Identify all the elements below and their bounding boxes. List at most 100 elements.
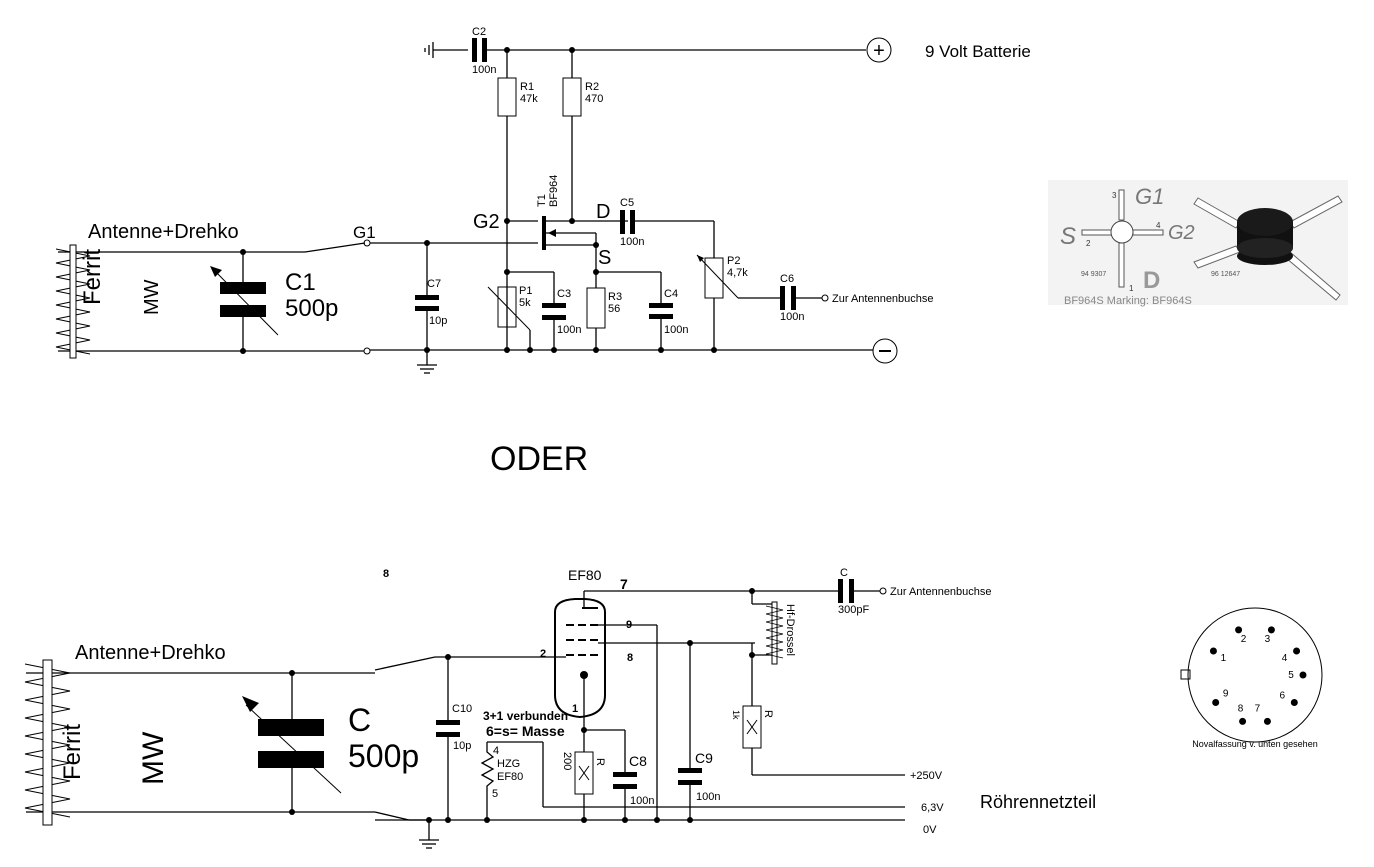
circuit-2: 8 EF80 7 9 8 C9 100n 2 [24, 567, 1096, 849]
c3-value: 100n [557, 324, 581, 336]
c8-value: 100n [630, 795, 654, 807]
antenna-label-2: Antenne+Drehko [75, 642, 226, 664]
r3-value: 56 [608, 303, 620, 315]
c2-value: 100n [472, 64, 496, 76]
resistor-r1 [497, 77, 517, 117]
c3-name: C3 [557, 288, 571, 300]
heater-name: HZG [497, 758, 520, 770]
t1-type: BF964 [548, 175, 560, 207]
pinout-caption: BF964S Marking: BF964S [1064, 295, 1192, 307]
r1-value: 47k [520, 93, 538, 105]
pin1-label: 1 [572, 703, 578, 715]
resistor-r2 [562, 77, 582, 117]
c1-value: 500p [285, 295, 338, 322]
ground-symbol [417, 364, 437, 374]
heater-hzg [480, 742, 495, 820]
potentiometer-p2 [704, 257, 724, 299]
ferrite-rod-coil-2 [24, 659, 71, 826]
c6-value: 100n [780, 311, 804, 323]
resistor-r3 [586, 287, 606, 329]
svg-text:+: + [873, 40, 885, 62]
p1-name: P1 [519, 285, 532, 297]
p2-value: 4,7k [727, 267, 748, 279]
psu-label: Röhrennetzteil [980, 792, 1096, 812]
noval-pin-label: 9 [1223, 689, 1229, 700]
noval-pin [1239, 717, 1247, 725]
capacitor-c8 [613, 772, 637, 789]
rf-choke [771, 601, 778, 665]
battery-label: 9 Volt Batterie [925, 42, 1031, 61]
r1-name: R1 [520, 81, 534, 93]
c7-name: C7 [427, 278, 441, 290]
output-label-2: Zur Antennenbuchse [890, 586, 992, 598]
c9-value: 100n [696, 791, 720, 803]
pin-g2-label: G2 [1168, 222, 1195, 244]
potentiometer-p1 [497, 286, 517, 328]
ra-value: 1k [731, 710, 741, 720]
transistor-t1 [507, 216, 628, 250]
noval-pin-label: 5 [1288, 670, 1294, 681]
svg-text:4: 4 [493, 745, 499, 757]
pin-g1-label: G1 [1135, 184, 1164, 209]
capacitor-c3 [542, 303, 566, 320]
noval-pin [1290, 699, 1298, 707]
rk-value: 200 [561, 752, 573, 770]
tube-label: EF80 [568, 567, 602, 583]
c-name: C [348, 702, 371, 738]
code-left: 94 9307 [1081, 271, 1106, 278]
band-label: MW [141, 279, 163, 315]
noval-pin-label: 2 [1241, 634, 1247, 645]
noval-pin [1235, 626, 1243, 634]
c9-name: C9 [695, 750, 713, 766]
noval-caption: Novalfassung v. unten gesehen [1192, 739, 1317, 749]
pin9-label: 9 [626, 619, 632, 631]
r3-name: R3 [608, 291, 622, 303]
capacitor-c4 [649, 303, 673, 319]
ferrite-rod-coil [55, 244, 91, 359]
noval-pin-label: 4 [1282, 653, 1288, 664]
heater-type: EF80 [497, 771, 523, 783]
c1-name: C1 [285, 269, 316, 296]
choke-label: Hf-Drossel [784, 604, 796, 656]
svg-text:2: 2 [1086, 239, 1091, 248]
capacitor-c2 [472, 38, 487, 62]
capacitor-c9 [678, 768, 702, 785]
pin2-label: 2 [540, 648, 546, 660]
noval-pin [1293, 647, 1301, 655]
ground-symbol-top [424, 42, 434, 58]
c4-value: 100n [664, 324, 688, 336]
note-connected: 3+1 verbunden [483, 709, 568, 723]
pin-d-label: D [1143, 267, 1160, 294]
c10-name: C10 [452, 703, 472, 715]
battery-plus-terminal: + [866, 37, 892, 63]
antenna-label: Antenne+Drehko [88, 221, 239, 243]
c7-value: 10p [429, 315, 447, 327]
choke-winding [765, 605, 784, 659]
c2-name: C2 [472, 26, 486, 38]
rail-ground-label: 0V [923, 824, 937, 836]
r2-value: 470 [585, 93, 603, 105]
c-value: 500p [348, 738, 419, 774]
svg-text:4: 4 [1156, 221, 1161, 230]
rail-hv-label: +250V [910, 770, 943, 782]
c4-name: C4 [664, 288, 678, 300]
c6-name: C6 [780, 273, 794, 285]
ground-terminal [363, 347, 371, 355]
pin8-label: 8 [627, 652, 633, 664]
p2-name: P2 [727, 255, 740, 267]
stray-label: 8 [383, 568, 389, 580]
ferrite-rod [42, 659, 53, 826]
c10-value: 10p [453, 740, 471, 752]
rk-name: R [594, 758, 606, 766]
ferrit-label-2: Ferrit [59, 724, 86, 780]
ground-symbol-2 [419, 839, 439, 849]
p1-wiper [487, 286, 531, 331]
ferrit-label: Ferrit [79, 249, 106, 305]
noval-pin-label: 6 [1280, 691, 1286, 702]
variable-capacitor-c [242, 696, 342, 794]
t1-name: T1 [536, 194, 548, 207]
capacitor-c7 [415, 295, 439, 311]
pin7-label: 7 [620, 576, 628, 592]
noval-pin [1212, 699, 1220, 707]
